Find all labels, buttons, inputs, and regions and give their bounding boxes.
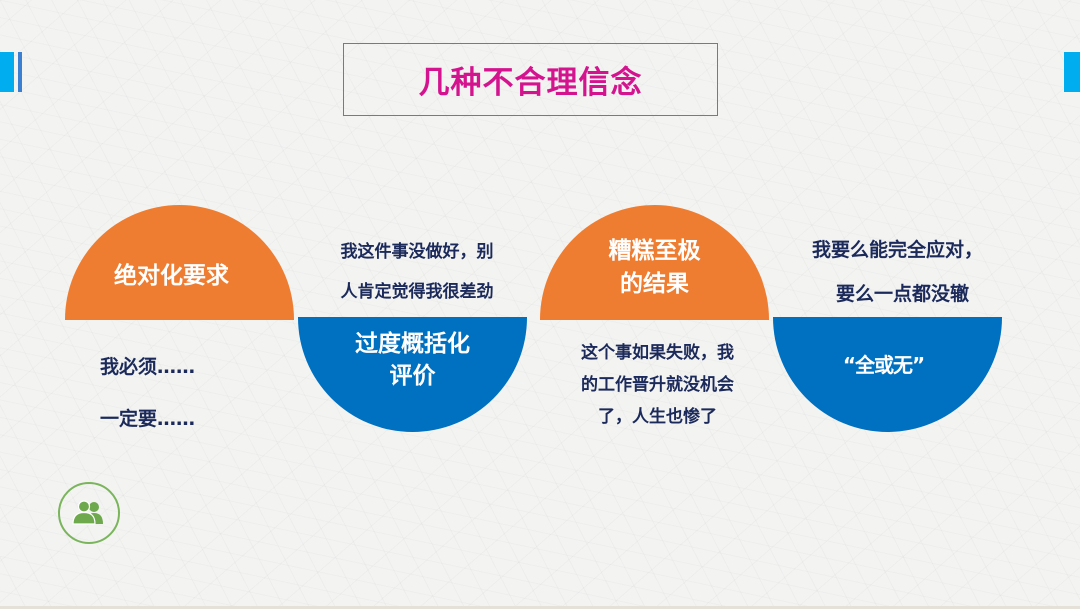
belief-example-overgeneralization: 我这件事没做好，别 人肯定觉得我很差劲 bbox=[302, 232, 532, 312]
example-line: 我要么能完全应对， bbox=[811, 239, 983, 261]
belief-example-all-or-nothing: 我要么能完全应对， 要么一点都没辙 bbox=[775, 228, 1020, 316]
users-icon bbox=[72, 500, 103, 525]
right-accent-bar bbox=[1064, 52, 1080, 92]
example-line: 我必须…… bbox=[100, 356, 196, 378]
belief-label-line: 评价 bbox=[389, 362, 436, 389]
example-line: 一定要…… bbox=[100, 408, 196, 430]
example-line: 这个事如果失败，我 bbox=[581, 343, 734, 363]
belief-label: 绝对化要求 bbox=[114, 262, 229, 289]
example-line: 了，人生也惨了 bbox=[598, 407, 717, 427]
belief-example-catastrophizing: 这个事如果失败，我 的工作晋升就没机会 了，人生也惨了 bbox=[550, 337, 765, 433]
users-icon-badge bbox=[58, 482, 120, 544]
example-line: 要么一点都没辙 bbox=[835, 283, 969, 305]
title-box: 几种不合理信念 bbox=[343, 43, 718, 116]
belief-example-absolute-demand: 我必须…… 一定要…… bbox=[100, 341, 250, 445]
belief-label-line: 的结果 bbox=[620, 270, 689, 297]
belief-label: “全或无” bbox=[842, 353, 925, 377]
example-line: 人肯定觉得我很差劲 bbox=[340, 282, 494, 302]
left-accent-bar bbox=[0, 52, 14, 92]
belief-label: 糟糕至极 的结果 bbox=[609, 235, 701, 301]
belief-label-line: 糟糕至极 bbox=[608, 237, 701, 264]
example-line: 我这件事没做好，别 bbox=[340, 242, 494, 262]
belief-label: 过度概括化 评价 bbox=[355, 328, 470, 392]
slide-bottom-edge bbox=[0, 606, 1080, 609]
belief-label-line: 过度概括化 bbox=[355, 330, 470, 357]
slide-title: 几种不合理信念 bbox=[418, 65, 643, 101]
left-accent-bar-thin bbox=[18, 52, 22, 92]
example-line: 的工作晋升就没机会 bbox=[581, 375, 734, 395]
